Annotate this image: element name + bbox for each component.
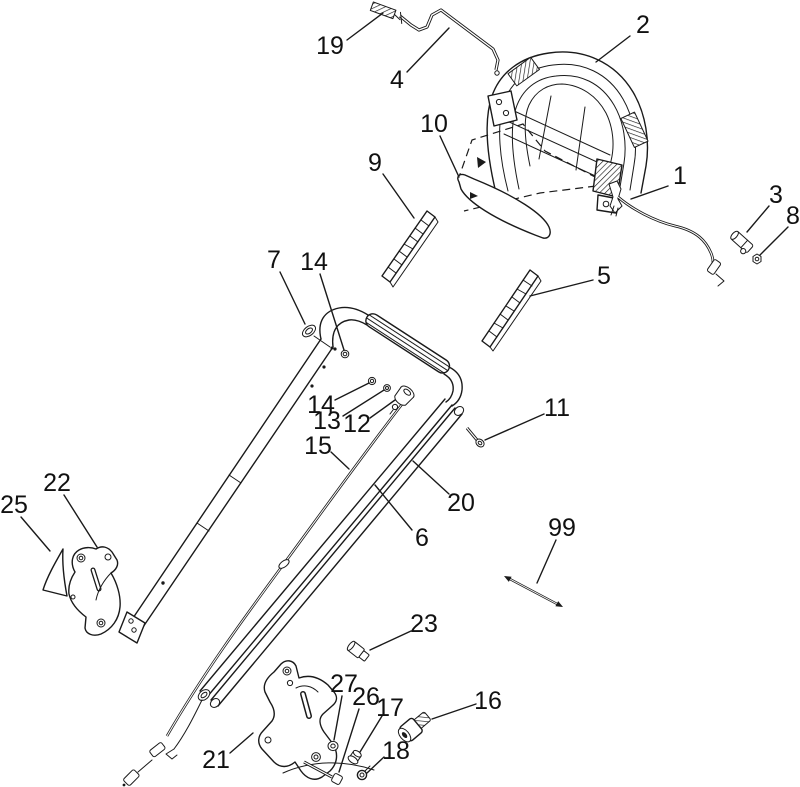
callout-leader-8	[759, 226, 789, 256]
rod-part-99	[504, 576, 563, 607]
bail-grip-hatch-left	[507, 56, 540, 87]
callout-leader-16	[431, 703, 477, 720]
handle-grip	[365, 313, 451, 374]
cable-part-1	[608, 180, 725, 287]
callout-leader-18	[366, 756, 385, 774]
callout-label-3: 3	[769, 181, 783, 209]
cable-clamp-part-12	[389, 385, 415, 415]
callout-label-17: 17	[376, 694, 404, 722]
wedge-part-25	[42, 548, 68, 597]
bracket-part-22	[68, 546, 121, 636]
cable-part-15	[122, 402, 405, 787]
callout-label-4: 4	[390, 66, 404, 94]
callout-leader-23	[369, 630, 412, 651]
grip-strip-part-5	[481, 269, 542, 352]
callout-leader-6	[374, 484, 413, 531]
callout-label-27: 27	[330, 670, 358, 698]
cover-part-10	[457, 173, 551, 239]
callout-leader-99	[536, 539, 557, 584]
callout-label-22: 22	[43, 469, 71, 497]
nut-part-14-upper	[340, 349, 350, 359]
carriage-bolt-part-26	[303, 760, 343, 785]
callout-label-5: 5	[597, 262, 611, 290]
callout-leader-9	[382, 173, 415, 219]
callout-leader-5	[529, 279, 594, 297]
bracket-part-21	[258, 660, 375, 780]
callout-leader-7	[279, 271, 306, 325]
callout-leader-14-upper	[319, 273, 345, 351]
callout-label-18: 18	[382, 737, 410, 765]
callout-label-14-upper: 14	[300, 248, 328, 276]
nut-part-8	[752, 253, 762, 265]
washer-part-13	[383, 384, 391, 392]
callout-label-8: 8	[786, 202, 800, 230]
callout-label-12: 12	[343, 410, 371, 438]
control-rod-part-4	[398, 8, 500, 76]
callout-leader-3	[746, 205, 770, 233]
callout-leader-15	[330, 451, 350, 470]
lower-handle-part-20	[209, 406, 465, 708]
plug-part-7	[301, 324, 334, 350]
bail-grip-hatch-right	[620, 111, 649, 148]
knob-part-16	[397, 711, 431, 743]
callout-label-11: 11	[544, 394, 570, 422]
callout-label-21: 21	[202, 746, 230, 774]
callout-leader-13	[342, 389, 385, 417]
callout-label-14-lower: 14	[307, 391, 335, 419]
callout-leader-17	[359, 715, 383, 753]
callout-leader-14-lower	[334, 382, 370, 401]
callout-leader-4	[406, 27, 450, 73]
cable-barrel-fitting	[149, 742, 166, 758]
callout-leader-22	[63, 494, 98, 548]
tube-end-fitting	[197, 689, 211, 701]
callout-label-99: 99	[548, 514, 576, 542]
callout-label-6: 6	[415, 524, 429, 552]
callout-leader-20	[412, 460, 450, 495]
callout-label-15: 15	[304, 432, 332, 460]
callout-label-9: 9	[368, 149, 382, 177]
callout-label-25: 25	[0, 491, 28, 519]
callout-leader-11	[484, 413, 545, 441]
callout-label-23: 23	[410, 610, 438, 638]
callout-leader-25	[20, 516, 51, 552]
callout-leader-2	[595, 35, 631, 63]
callout-label-2: 2	[636, 11, 650, 39]
callout-label-20: 20	[447, 489, 475, 517]
callout-label-7: 7	[267, 246, 281, 274]
callout-label-13: 13	[313, 407, 341, 435]
nut-part-17	[347, 749, 362, 765]
spacer-part-23	[346, 640, 370, 662]
callout-label-26: 26	[352, 683, 380, 711]
callout-leader-27	[333, 695, 343, 741]
callout-leader-26	[338, 708, 360, 773]
callout-leader-12	[369, 399, 396, 419]
callout-label-19: 19	[316, 32, 344, 60]
grip-strip-part-9	[381, 210, 439, 288]
clamp-part-3	[730, 230, 754, 255]
callout-label-1: 1	[673, 162, 687, 190]
callout-label-10: 10	[420, 110, 448, 138]
callout-leader-21	[229, 732, 254, 754]
callout-leader-10	[439, 135, 460, 178]
cover-arrow-mark	[470, 192, 478, 199]
cable-end-fitting	[123, 769, 140, 786]
bolt-part-11	[465, 427, 485, 448]
callout-label-16: 16	[474, 687, 502, 715]
screw-part-18	[356, 765, 371, 781]
spring-part-19	[369, 1, 403, 24]
callout-leader-1	[630, 185, 669, 200]
assembly-arrow	[477, 157, 486, 168]
callout-leader-19	[346, 12, 384, 41]
nut-part-14-lower	[367, 376, 377, 386]
upper-handle-part-6	[118, 306, 463, 760]
washer-part-27	[327, 740, 339, 752]
